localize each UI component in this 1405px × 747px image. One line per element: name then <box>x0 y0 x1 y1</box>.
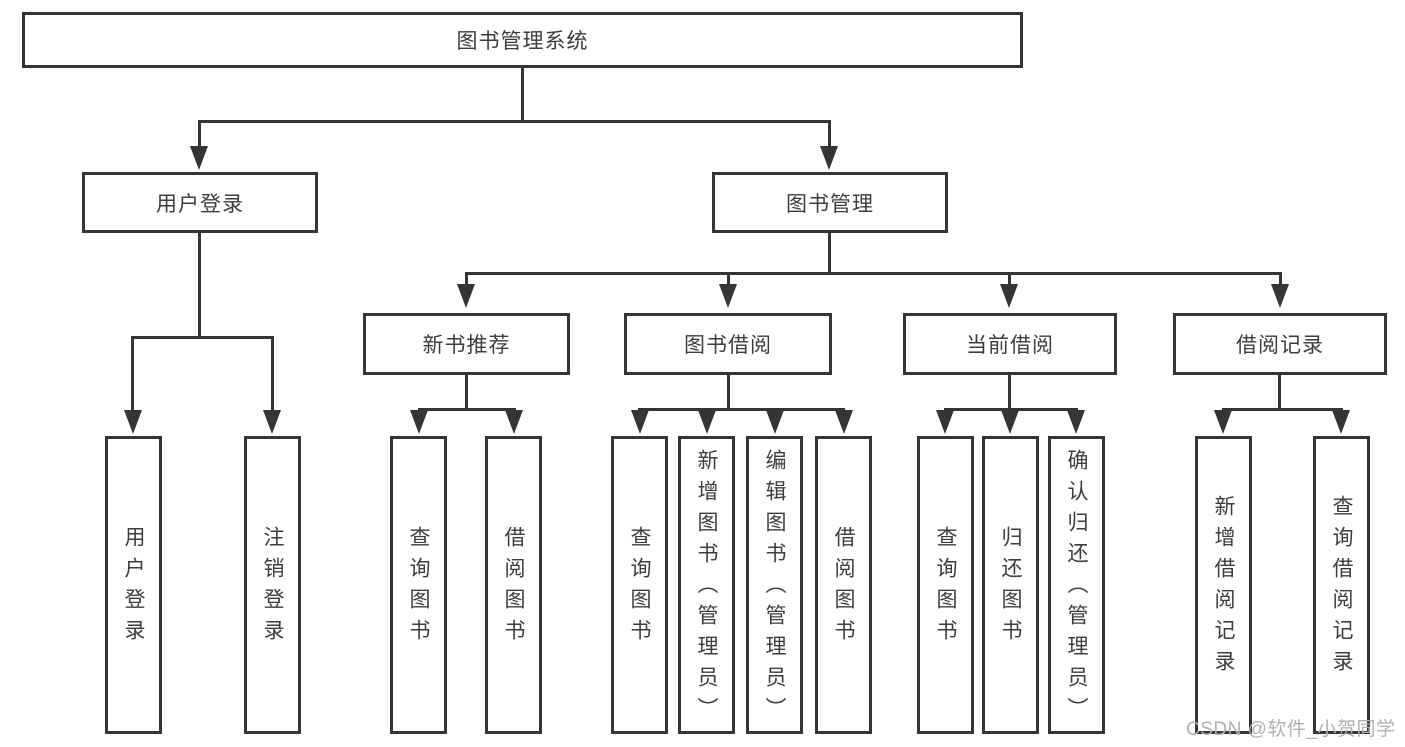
csdn-watermark: CSDN @软件_小贺同学 <box>1186 719 1396 740</box>
connector-drop <box>1279 275 1282 285</box>
node-root: 图书管理系统 <box>22 12 1023 68</box>
node-current-borrow: 当前借阅 <box>903 313 1117 375</box>
connector-drop <box>198 123 201 148</box>
arrow-down <box>936 410 954 434</box>
arrow-down <box>263 410 281 434</box>
node-add-book-admin: 新增图书（管理员） <box>678 436 735 734</box>
arrow-down <box>719 284 737 308</box>
arrow-down <box>1271 284 1289 308</box>
node-user-login: 用户登录 <box>82 172 318 233</box>
arrow-down <box>410 410 428 434</box>
node-add-borrow-record: 新增借阅记录 <box>1195 436 1252 734</box>
connector-user-login-rail <box>131 336 274 339</box>
node-query-book: 查询图书 <box>611 436 668 734</box>
connector-drop <box>465 275 468 285</box>
node-borrow-book: 借阅图书 <box>815 436 872 734</box>
node-confirm-return-admin: 确认归还（管理员） <box>1048 436 1105 734</box>
arrow-down <box>766 410 784 434</box>
node-return-book: 归还图书 <box>982 436 1039 734</box>
node-query-book: 查询图书 <box>390 436 447 734</box>
connector-drop <box>1008 275 1011 285</box>
arrow-down <box>124 410 142 434</box>
arrow-down <box>631 410 649 434</box>
arrow-down <box>457 284 475 308</box>
arrow-down <box>1214 410 1232 434</box>
node-query-borrow-record: 查询借阅记录 <box>1313 436 1370 734</box>
arrow-down <box>1332 410 1350 434</box>
arrow-down <box>1001 410 1019 434</box>
connector-book-borrow-rail <box>638 408 845 411</box>
node-borrow-book: 借阅图书 <box>485 436 542 734</box>
arrow-down <box>820 146 838 170</box>
connector-borrow-records-stem <box>1278 375 1281 410</box>
arrow-down <box>1067 410 1085 434</box>
connector-new-book-rec-rail <box>418 408 516 411</box>
arrow-down <box>505 410 523 434</box>
node-book-mgmt: 图书管理 <box>712 172 948 233</box>
node-borrow-records: 借阅记录 <box>1173 313 1387 375</box>
connector-book-borrow-stem <box>727 375 730 410</box>
node-query-book: 查询图书 <box>917 436 974 734</box>
connector-current-borrow-rail <box>944 408 1078 411</box>
node-new-book-rec: 新书推荐 <box>363 313 570 375</box>
connector-user-login-stem <box>198 233 201 338</box>
connector-level2-rail <box>198 120 831 123</box>
connector-book-mgmt-stem <box>828 233 831 274</box>
connector-current-borrow-stem <box>1008 375 1011 410</box>
connector-borrow-records-rail <box>1222 408 1343 411</box>
connector-drop <box>727 275 730 285</box>
connector-drop <box>131 339 134 411</box>
connector-drop <box>828 123 831 148</box>
arrow-down <box>698 410 716 434</box>
arrow-down <box>1000 284 1018 308</box>
arrow-down <box>835 410 853 434</box>
node-book-borrow: 图书借阅 <box>624 313 832 375</box>
connector-drop <box>271 339 274 411</box>
connector-new-book-rec-stem <box>465 375 468 410</box>
node-edit-book-admin: 编辑图书（管理员） <box>746 436 803 734</box>
connector-root-stem <box>521 68 524 123</box>
node-login: 用户登录 <box>105 436 162 734</box>
arrow-down <box>190 146 208 170</box>
connector-level3-rail <box>465 272 1282 275</box>
node-logout: 注销登录 <box>244 436 301 734</box>
